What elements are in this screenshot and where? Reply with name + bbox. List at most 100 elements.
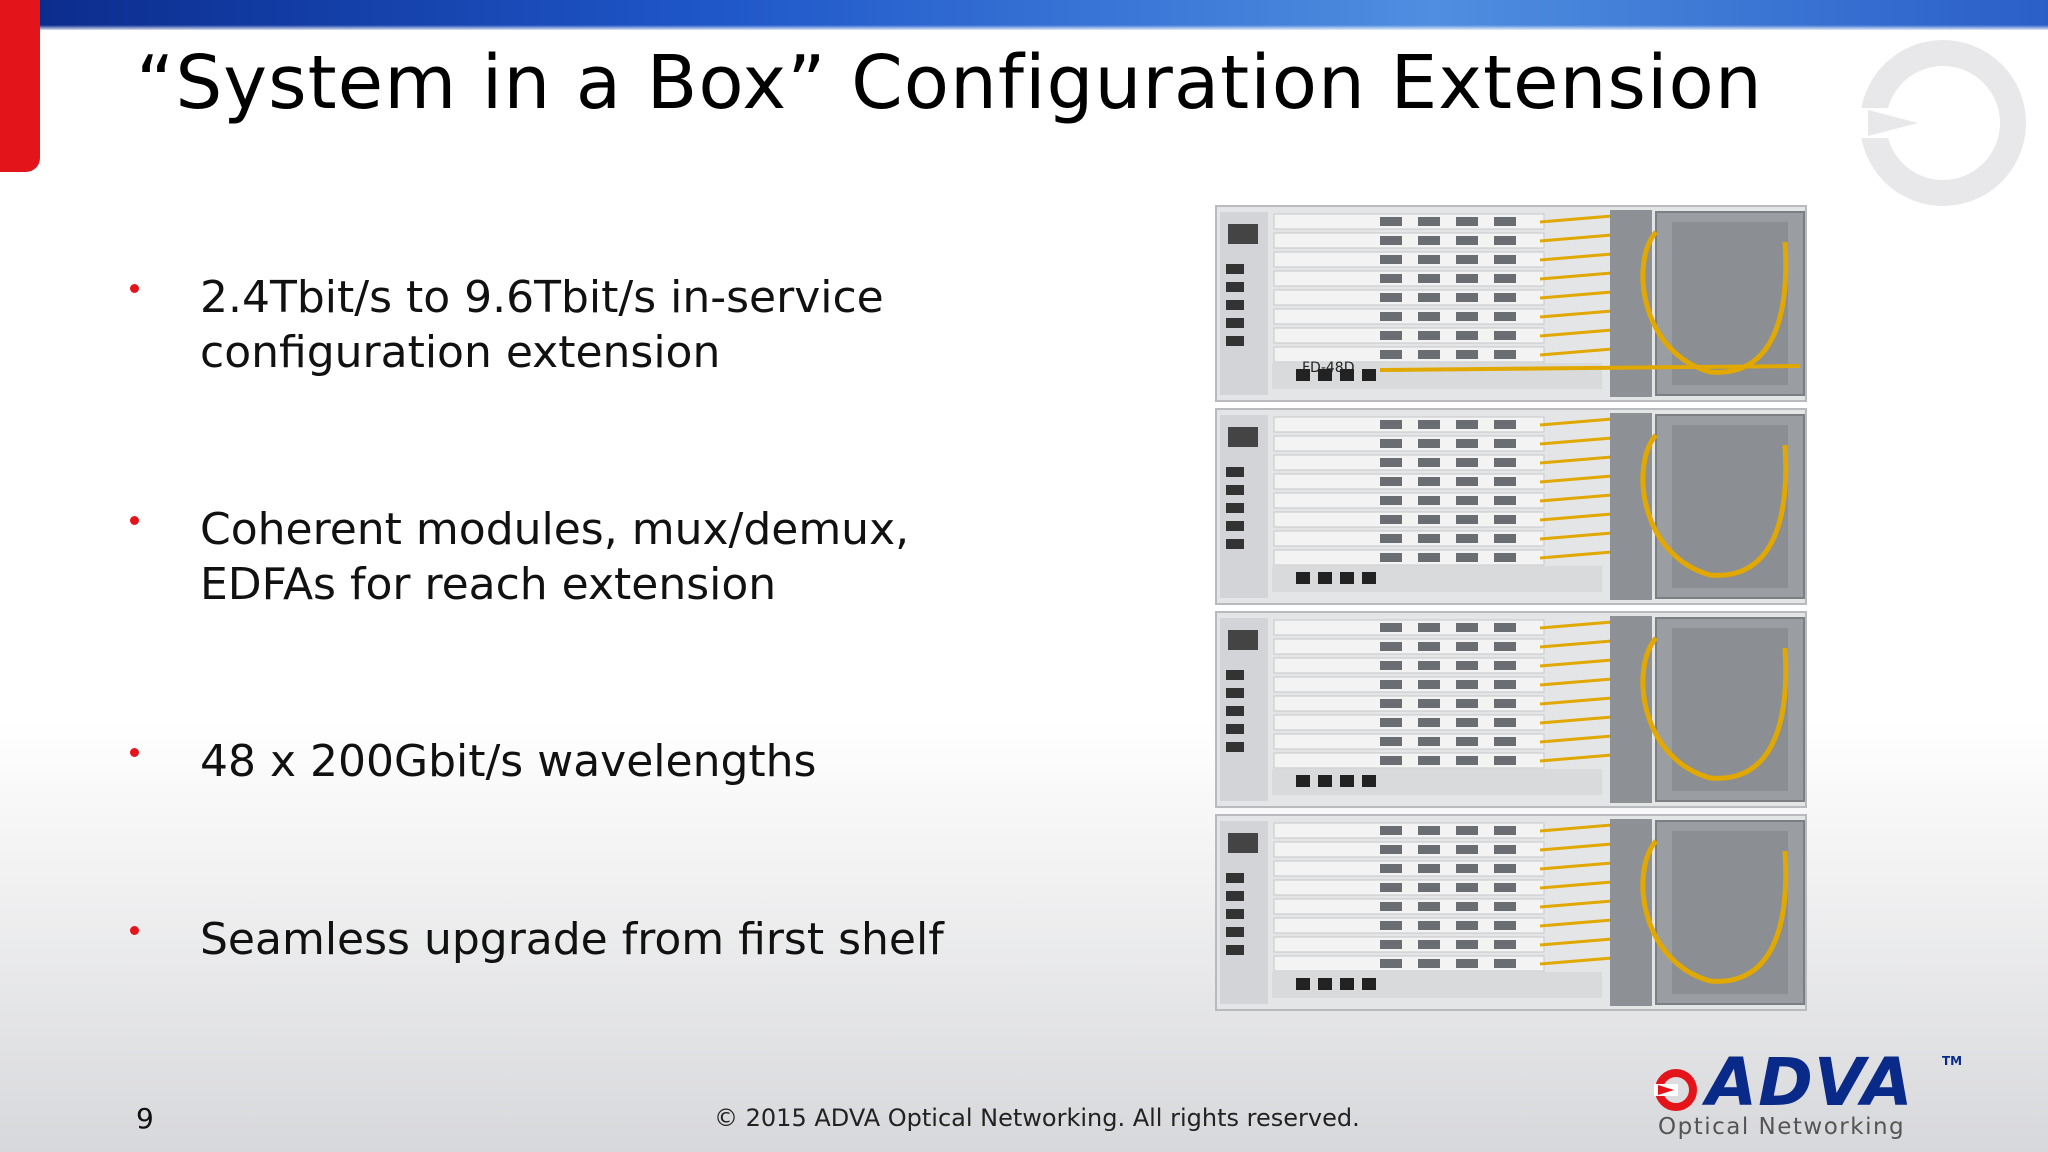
card-port — [1418, 496, 1440, 505]
bullet-text: 2.4Tbit/s to 9.6Tbit/s in-service config… — [200, 270, 884, 380]
fiber-cable — [1539, 715, 1613, 725]
card-port — [1456, 331, 1478, 340]
bottom-port — [1296, 572, 1310, 584]
bottom-port — [1318, 775, 1332, 787]
bullet-line: Coherent modules, mux/demux, — [200, 504, 910, 555]
card-port — [1494, 680, 1516, 689]
fiber-cable — [1539, 417, 1613, 427]
card-port — [1456, 534, 1478, 543]
card-port — [1494, 439, 1516, 448]
card-port — [1456, 642, 1478, 651]
card-port — [1418, 680, 1440, 689]
fiber-cable — [1539, 328, 1613, 338]
bottom-port — [1362, 369, 1376, 381]
controller-port — [1226, 688, 1244, 698]
fan-grille — [1672, 222, 1788, 385]
top-banner — [0, 0, 2048, 30]
fiber-loop — [1640, 230, 1789, 375]
card-port — [1494, 331, 1516, 340]
card-port — [1418, 236, 1440, 245]
controller-port — [1226, 336, 1244, 346]
card-port — [1494, 845, 1516, 854]
card-port — [1380, 718, 1402, 727]
card-port — [1380, 217, 1402, 226]
card-port — [1380, 439, 1402, 448]
bottom-port — [1318, 978, 1332, 990]
fiber-cable — [1539, 658, 1613, 668]
card-port — [1418, 553, 1440, 562]
card-port — [1456, 921, 1478, 930]
card-port — [1380, 477, 1402, 486]
card-port — [1456, 699, 1478, 708]
card-port — [1494, 883, 1516, 892]
card-port — [1494, 921, 1516, 930]
card-port — [1494, 255, 1516, 264]
fiber-cable — [1539, 842, 1613, 852]
card-port — [1494, 959, 1516, 968]
bottom-port — [1340, 572, 1354, 584]
controller-port — [1226, 891, 1244, 901]
card-port — [1380, 642, 1402, 651]
card-port — [1494, 756, 1516, 765]
controller-port — [1226, 706, 1244, 716]
bullet-line: Seamless upgrade from first shelf — [200, 914, 944, 965]
card-port — [1494, 236, 1516, 245]
card-port — [1456, 845, 1478, 854]
card-port — [1456, 420, 1478, 429]
card-port — [1380, 845, 1402, 854]
fiber-cable — [1539, 918, 1613, 928]
card-port — [1456, 496, 1478, 505]
bottom-port — [1340, 369, 1354, 381]
fiber-cable — [1539, 512, 1613, 522]
card-port — [1380, 902, 1402, 911]
fiber-cable — [1539, 937, 1613, 947]
controller-display — [1228, 427, 1258, 447]
logo-subtitle: Optical Networking — [1658, 1114, 1906, 1140]
fiber-cable — [1539, 290, 1613, 300]
card-port — [1494, 553, 1516, 562]
card-port — [1418, 902, 1440, 911]
card-port — [1418, 515, 1440, 524]
card-port — [1418, 864, 1440, 873]
card-port — [1380, 737, 1402, 746]
controller-port — [1226, 264, 1244, 274]
shelf-stack-image: FD-48D — [1215, 205, 1807, 1011]
card-port — [1380, 515, 1402, 524]
card-port — [1418, 718, 1440, 727]
card-port — [1456, 439, 1478, 448]
fiber-cable — [1539, 880, 1613, 890]
card-port — [1418, 756, 1440, 765]
card-port — [1494, 496, 1516, 505]
fan-grille — [1672, 425, 1788, 588]
card-port — [1418, 217, 1440, 226]
card-port — [1494, 642, 1516, 651]
card-port — [1494, 515, 1516, 524]
fiber-cable — [1539, 620, 1613, 630]
card-port — [1418, 623, 1440, 632]
card-port — [1380, 293, 1402, 302]
footer-copyright: © 2015 ADVA Optical Networking. All righ… — [714, 1104, 1360, 1132]
bullet-dot — [130, 926, 139, 935]
card-port — [1494, 864, 1516, 873]
bottom-port — [1318, 572, 1332, 584]
card-port — [1380, 959, 1402, 968]
card-port — [1418, 661, 1440, 670]
controller-port — [1226, 927, 1244, 937]
card-port — [1456, 515, 1478, 524]
card-port — [1494, 293, 1516, 302]
card-port — [1418, 331, 1440, 340]
controller-port — [1226, 670, 1244, 680]
card-port — [1418, 845, 1440, 854]
controller-display — [1228, 630, 1258, 650]
controller-port — [1226, 945, 1244, 955]
fiber-cable — [1539, 309, 1613, 319]
fiber-cable — [1539, 474, 1613, 484]
card-port — [1380, 458, 1402, 467]
bottom-port — [1362, 572, 1376, 584]
card-port — [1418, 826, 1440, 835]
fiber-cable — [1539, 347, 1613, 357]
card-port — [1494, 623, 1516, 632]
card-port — [1456, 293, 1478, 302]
card-port — [1494, 661, 1516, 670]
bottom-port — [1296, 369, 1310, 381]
